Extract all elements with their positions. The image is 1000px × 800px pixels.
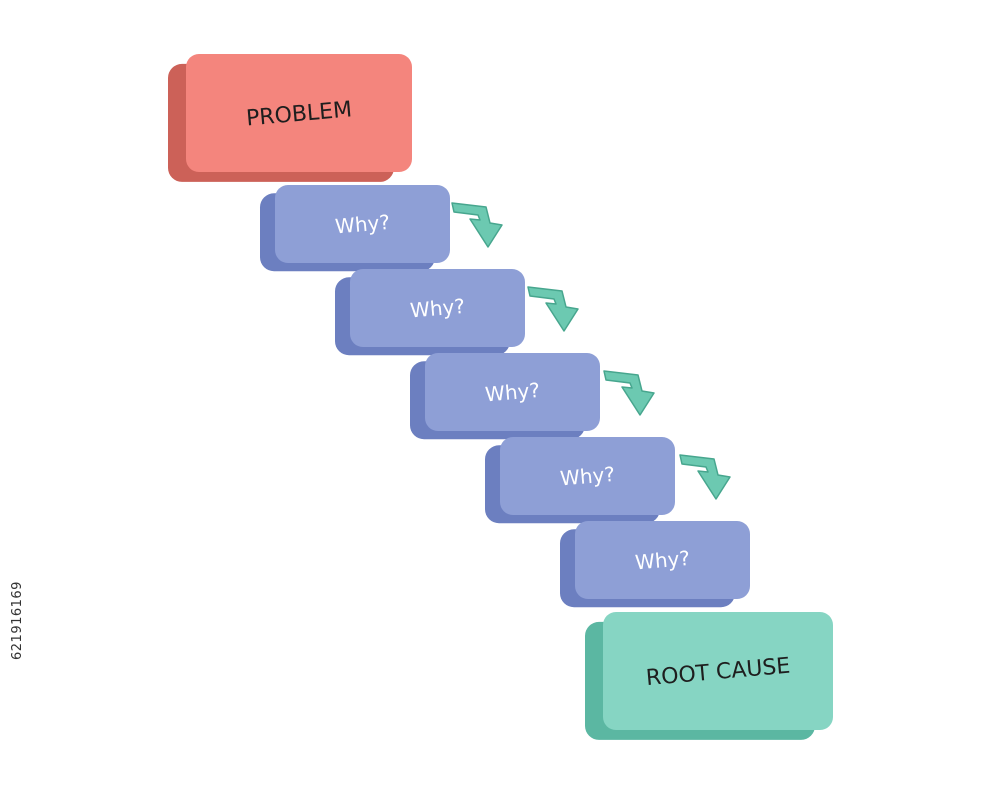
why-block-5: Why? [560, 521, 750, 608]
why-block-1: Why? [260, 185, 450, 272]
why-block-4-label: Why? [559, 462, 616, 491]
root-cause-block-front-face [603, 612, 833, 730]
flow-arrow-2-shape [527, 286, 579, 332]
flow-arrow-2 [527, 286, 579, 332]
why-block-3-front-face [425, 353, 600, 431]
flow-arrow-3-shape [603, 370, 655, 416]
why-block-1-front-face [275, 185, 450, 263]
why-block-2-front-face [350, 269, 525, 347]
why-block-3-label: Why? [484, 378, 541, 407]
why-block-1-label: Why? [334, 210, 391, 239]
why-block-4-front-face [500, 437, 675, 515]
why-block-5-label: Why? [634, 546, 691, 575]
problem-block: PROBLEM [168, 54, 412, 182]
why-block-2: Why? [335, 269, 525, 356]
flow-arrow-1 [451, 202, 503, 248]
flow-arrow-4-shape [679, 454, 731, 500]
root-cause-block: ROOT CAUSE [585, 612, 833, 740]
flow-arrow-3 [603, 370, 655, 416]
problem-block-front-face [186, 54, 412, 172]
why-block-5-front-face [575, 521, 750, 599]
flow-arrow-4 [679, 454, 731, 500]
why-block-3: Why? [410, 353, 600, 440]
why-block-4: Why? [485, 437, 675, 524]
stock-id-watermark: 621916169 [10, 581, 25, 660]
why-block-2-label: Why? [409, 294, 466, 323]
flow-arrow-1-shape [451, 202, 503, 248]
